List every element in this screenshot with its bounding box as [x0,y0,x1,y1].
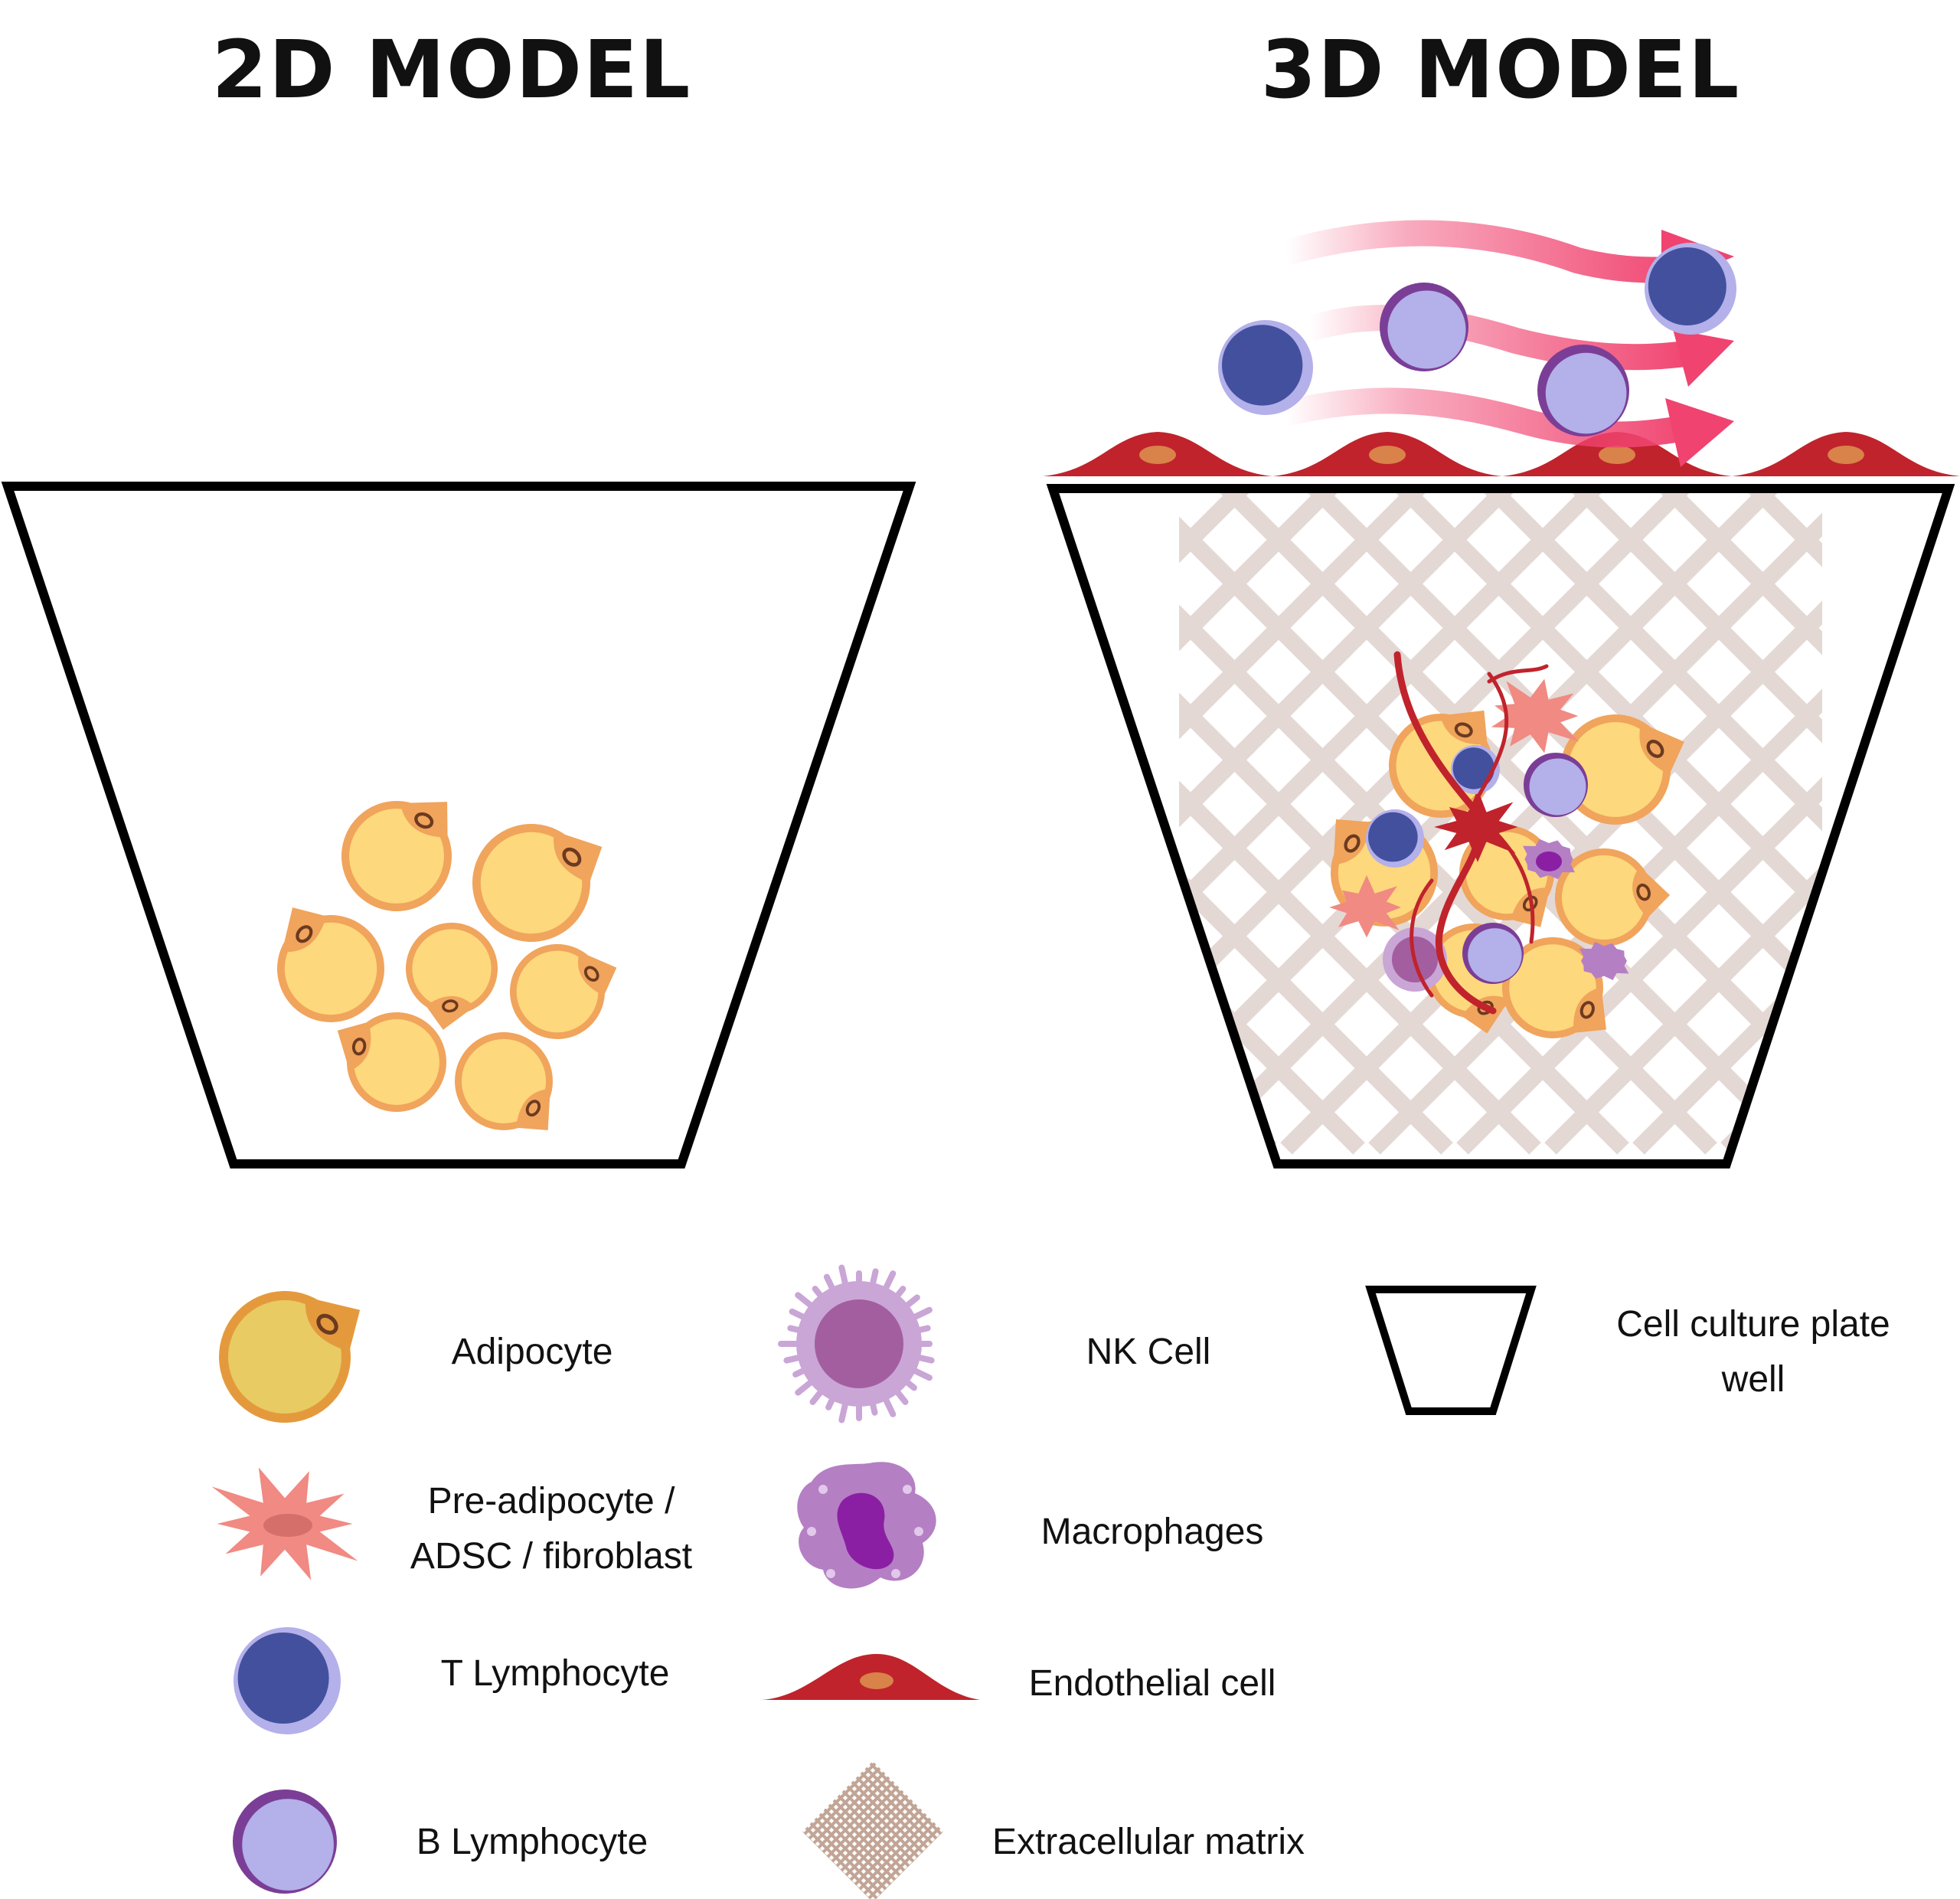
t-lymphocyte [1366,809,1424,868]
endothelial-layer [1043,432,1960,476]
endothelial-cell-4 [1732,432,1960,476]
extracellular-matrix-3d [1053,489,1949,1164]
arrow-head-bottom [1665,398,1734,467]
arrow-head-middle [1673,329,1734,387]
blood-vessel [1468,809,1535,944]
legend-label-endothelial: Endothelial cell [1028,1663,1276,1704]
blood-vessel [1410,878,1434,998]
blood-vessel [1393,651,1497,1015]
adipocyte-cell [455,1032,553,1130]
t-lymphocyte-migrating [1645,243,1736,335]
legend-label-preadipocyte-1: Pre-adipocyte / [427,1481,675,1521]
title-2d-model: 2D MODEL [211,23,692,116]
adipocyte-cell [277,907,384,1022]
legend-icon-plate-well [1365,1286,1537,1415]
preadipocyte-cell [1491,678,1579,753]
blood-vessels [1393,651,1549,1015]
legend-icon-t-lymphocyte [234,1627,341,1734]
adipocyte-cluster-2d [277,801,617,1130]
b-lymphocyte-migrating [1380,283,1468,371]
b-lymphocyte [1462,923,1524,984]
ecm-fiber [1368,489,1949,1155]
endothelial-cell-3 [1502,432,1732,476]
adipocyte-cell [341,801,452,911]
ecm-fiber [1053,489,1629,1155]
migration-arrow-top [1282,220,1697,283]
migrating-cells [1218,243,1736,436]
title-3d-model: 3D MODEL [1260,23,1741,116]
macrophage-nucleus [1536,851,1562,871]
culture-well-3d [1046,484,1955,1168]
t-lymphocyte-migrating [1218,320,1313,415]
ecm-fiber [1632,489,1949,1155]
legend-icon-endothelial [762,1654,980,1700]
legend-label-plate-2: well [1721,1359,1785,1400]
legend-label-b-lymphocyte: B Lymphocyte [416,1822,648,1862]
ecm-fiber [1053,489,1365,1155]
legend-label-t-lymphocyte: T Lymphocyte [440,1653,670,1694]
legend-label-ecm: Extracellular matrix [991,1822,1305,1862]
legend-label-preadipocyte-2: ADSC / fibroblast [410,1536,693,1577]
macrophage [1579,942,1629,980]
b-lymphocyte [1524,753,1588,817]
blood-vessel [1472,672,1509,806]
ecm-fiber [1456,489,1949,1155]
tissue-cluster-3d [1329,651,1684,1038]
ecm-fiber [1053,489,1541,1155]
legend-icon-b-lymphocyte [233,1790,337,1894]
legend-icon-macrophage [797,1462,936,1589]
migration-arrow-middle [1305,304,1698,371]
adipocyte-cell [472,824,603,942]
ecm-fiber [1632,489,1949,1155]
migration-arrow-bottom [1282,387,1703,448]
adipocyte-cell [337,1012,446,1112]
legend-label-plate-1: Cell culture plate [1616,1304,1890,1345]
culture-well-2d [1,482,916,1168]
endothelial-cell-1 [1043,432,1272,476]
adipocyte-cell [1502,937,1606,1038]
legend-icon-nk-cell [778,1264,935,1423]
preadipocyte-cell [1329,875,1401,938]
blood-vessel [1487,664,1549,684]
legend-label-adipocyte: Adipocyte [451,1332,613,1372]
adipocyte-cell [406,923,498,1030]
legend-label-macrophages: Macrophages [1040,1512,1264,1552]
legend-icon-preadipocyte-nucleus [263,1514,312,1537]
legend-label-nk-cell: NK Cell [1086,1332,1211,1372]
adipocyte-cell [510,944,617,1039]
ecm-fiber [1053,489,1365,1155]
b-lymphocyte-migrating [1537,345,1629,436]
endothelial-cell-2 [1272,432,1502,476]
adipocyte-cell [1560,714,1684,825]
adipocyte-cell [219,1291,361,1423]
adipocyte-cell [1555,848,1671,946]
